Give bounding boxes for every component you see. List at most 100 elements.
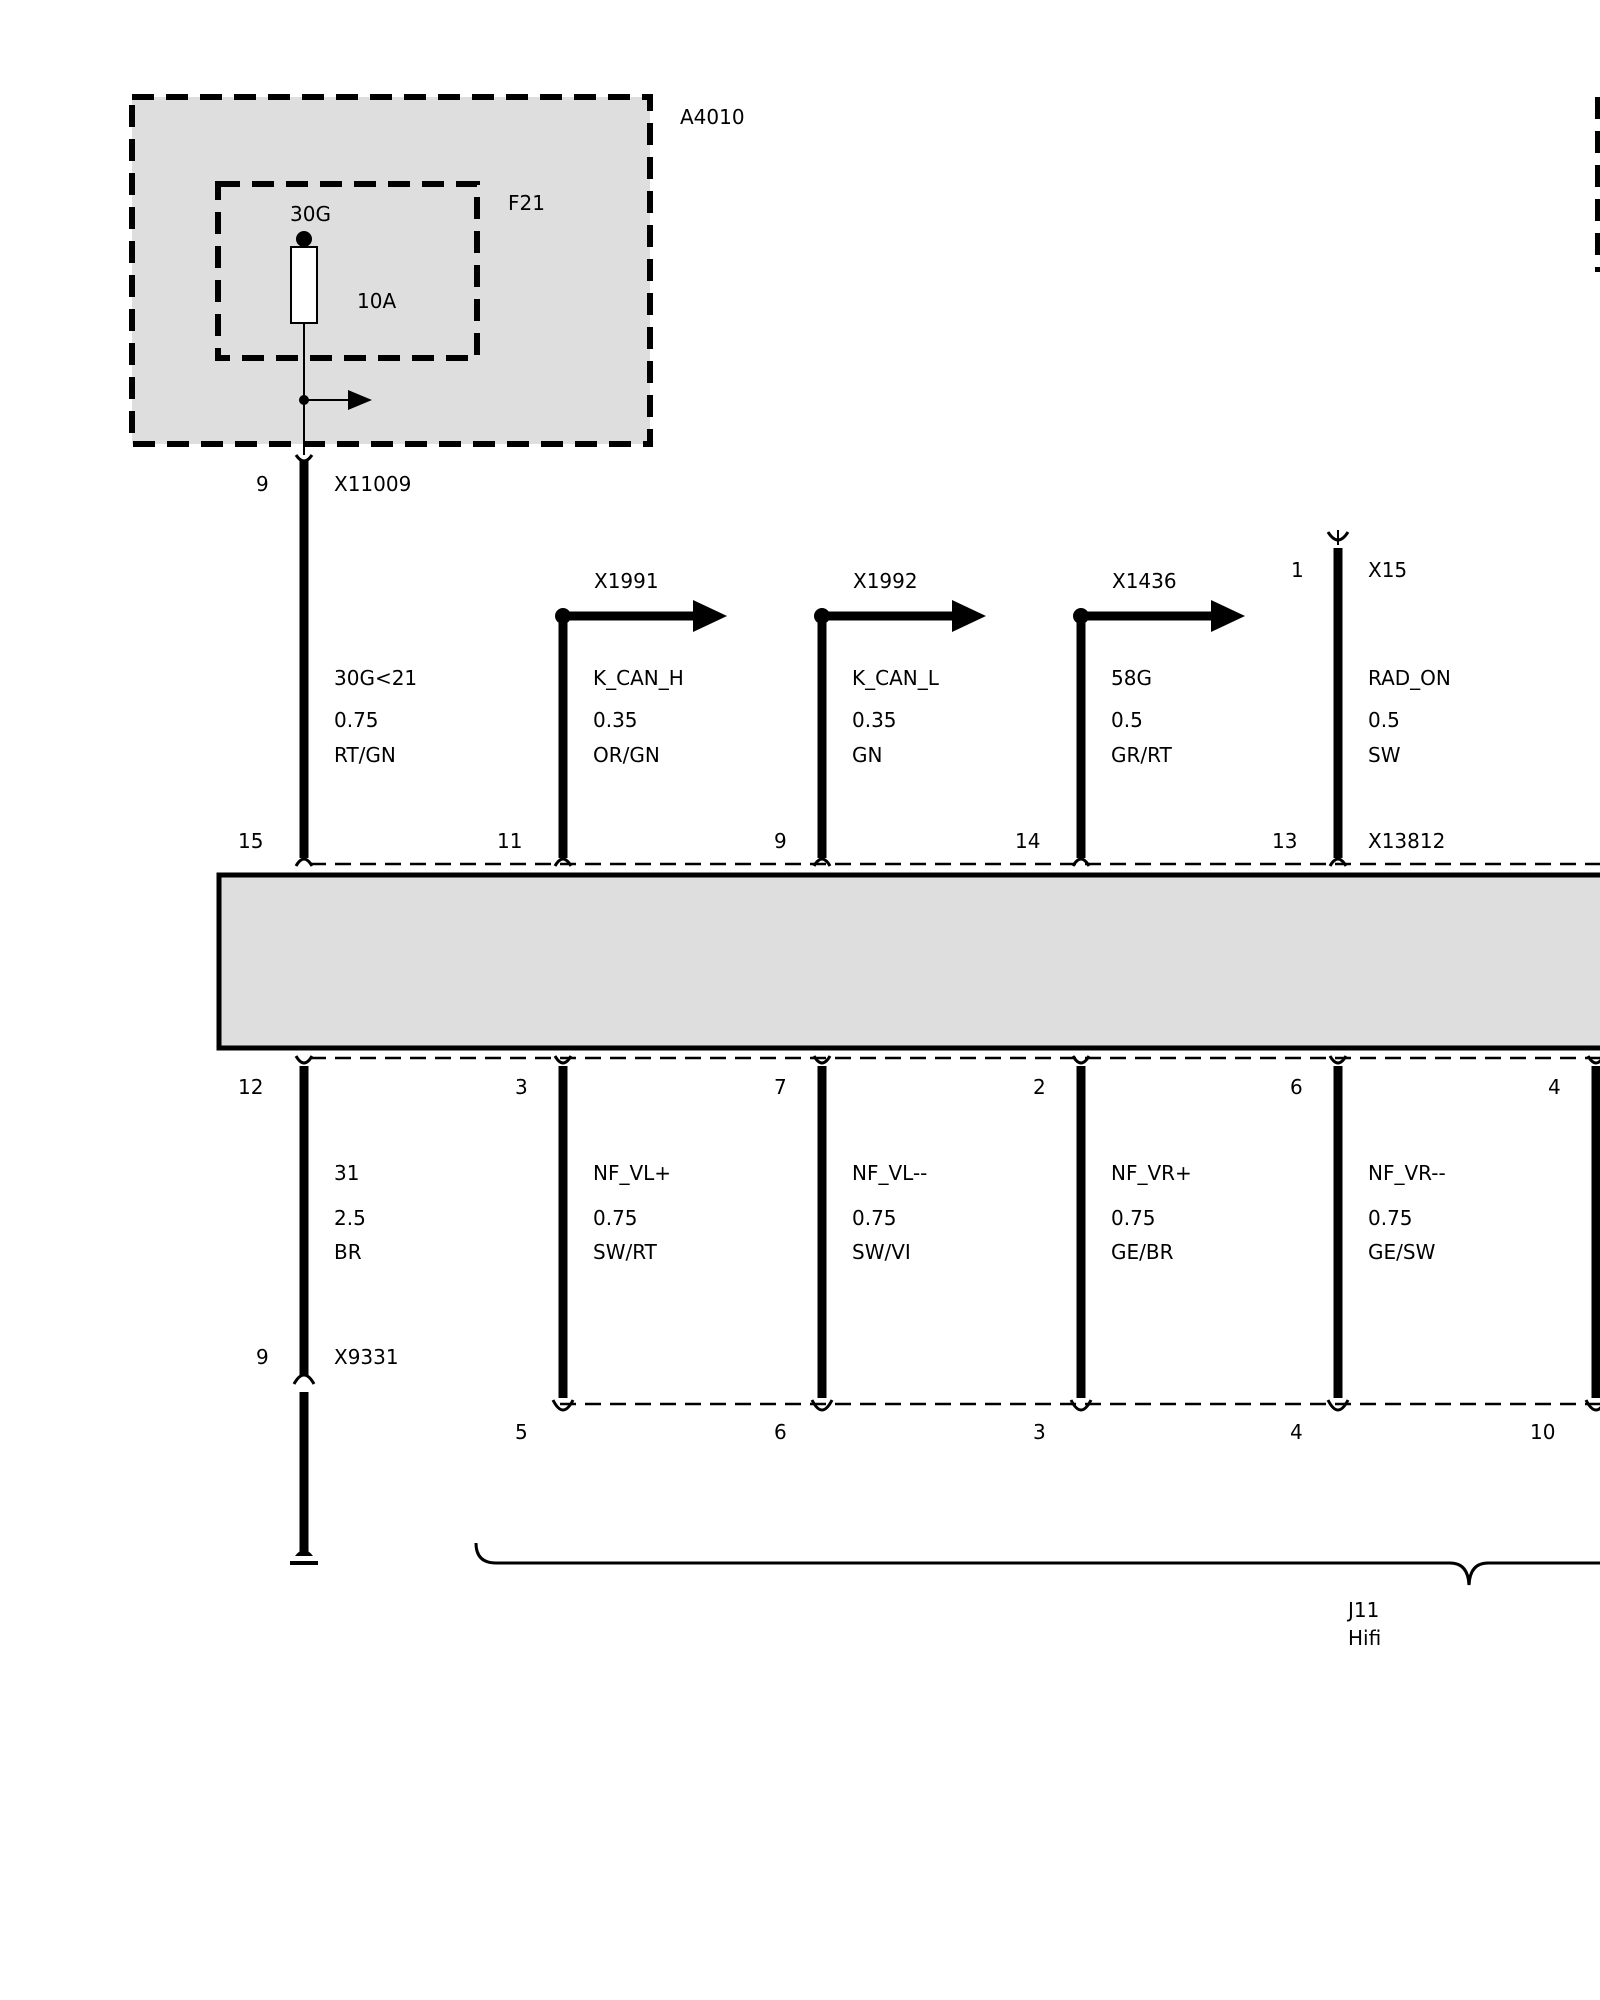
connector-x9331-label: X9331: [334, 1345, 399, 1369]
wire-gauge: 0.75: [593, 1206, 638, 1230]
wire-signal: K_CAN_H: [593, 666, 684, 690]
bottom-wire: 12 31 2.5BR: [238, 1055, 366, 1376]
module-a4010: A4010: [129, 94, 745, 447]
bracket-j11: J11 Hifi: [474, 1542, 1600, 1650]
connector-x13812-label: X13812: [1368, 829, 1445, 853]
wire-gauge: 2.5: [334, 1206, 366, 1230]
arrow-icon: [952, 600, 986, 632]
wire-destination: X1992: [853, 569, 918, 593]
top-wire: 13 RAD_ON 0.5SW: [1272, 548, 1451, 867]
wire-color: GN: [852, 743, 882, 767]
pin-number: 2: [1033, 1075, 1046, 1099]
fuse-symbol: [290, 246, 318, 324]
wire-signal: NF_VL--: [852, 1161, 927, 1185]
ground-symbol: [295, 1550, 313, 1556]
wire-signal: 58G: [1111, 666, 1152, 690]
connector-x15-label: X15: [1368, 558, 1407, 582]
wire-signal: NF_VR+: [1111, 1161, 1192, 1185]
pin-number: 3: [515, 1075, 528, 1099]
connector-x13812: X13812: [310, 829, 1600, 866]
wire-color: SW: [1368, 743, 1401, 767]
arrow-icon: [1211, 600, 1245, 632]
pin-number: 15: [238, 829, 263, 853]
wire-color: BR: [334, 1240, 362, 1264]
bracket-brace: [474, 1542, 1600, 1586]
wire-color: SW/VI: [852, 1240, 911, 1264]
connector-x11009-label: X11009: [334, 472, 411, 496]
end-pin-hook: [1584, 1399, 1600, 1412]
connector-x9331: 9 X9331: [256, 1345, 399, 1565]
bracket-label: Hifi: [1348, 1626, 1381, 1650]
end-pin-hook: [810, 1399, 834, 1412]
wire-signal: 31: [334, 1161, 359, 1185]
wire-signal: RAD_ON: [1368, 666, 1451, 690]
connector-hook: [292, 1373, 316, 1385]
wire-color: RT/GN: [334, 743, 396, 767]
connector-x11009-pin: 9: [256, 472, 269, 496]
module-a4010-label: A4010: [680, 105, 745, 129]
wire-destination: X1436: [1112, 569, 1177, 593]
wire-gauge: 0.5: [1111, 708, 1143, 732]
wire-destination: X1991: [594, 569, 659, 593]
pin-hook: [553, 1055, 573, 1065]
end-pin-hook: [1326, 1399, 1350, 1412]
connector-x11009: 9 X11009: [256, 454, 411, 496]
pin-number: 11: [497, 829, 522, 853]
connector-x15-pin: 1: [1291, 558, 1304, 582]
pin-number: 4: [1548, 1075, 1561, 1099]
bracket-id: J11: [1346, 1598, 1379, 1622]
wire-signal: K_CAN_L: [852, 666, 940, 690]
pin-hook: [812, 1055, 832, 1065]
wire-gauge: 0.75: [852, 1206, 897, 1230]
end-pin-hook: [1069, 1399, 1093, 1412]
wire-color: GR/RT: [1111, 743, 1173, 767]
wire-color: GE/BR: [1111, 1240, 1174, 1264]
pin-number: 9: [774, 829, 787, 853]
end-pin-number: 4: [1290, 1420, 1303, 1444]
top-wires: 1530G<210.75RT/GNX199111K_CAN_H0.35OR/GN…: [238, 460, 1451, 867]
connector-x9331-pin: 9: [256, 1345, 269, 1369]
wire-gauge: 0.35: [852, 708, 897, 732]
wire-gauge: 0.35: [593, 708, 638, 732]
fuse-f21-label: F21: [508, 191, 545, 215]
wire-color: SW/RT: [593, 1240, 658, 1264]
connector-x15: 1 X15: [1291, 530, 1407, 582]
wire-gauge: 0.5: [1368, 708, 1400, 732]
pin-hook: [294, 1055, 314, 1065]
wire-gauge: 0.75: [1111, 1206, 1156, 1230]
pin-hook: [1586, 1055, 1600, 1065]
end-pin-number: 3: [1033, 1420, 1046, 1444]
main-unit: [216, 872, 1600, 1051]
pin-number: 12: [238, 1075, 263, 1099]
pin-number: 7: [774, 1075, 787, 1099]
pin-number: 13: [1272, 829, 1297, 853]
wire-color: OR/GN: [593, 743, 660, 767]
pin-hook: [1328, 1055, 1348, 1065]
fuse-terminal-label: 30G: [290, 202, 331, 226]
bottom-wires: 12312.5BR3NF_VL+0.75SW/RT57NF_VL--0.75SW…: [238, 1055, 1600, 1444]
wire-gauge: 0.75: [334, 708, 379, 732]
end-pin-number: 6: [774, 1420, 787, 1444]
wire-gauge: 0.75: [1368, 1206, 1413, 1230]
bottom-wire: 4 10: [1530, 1055, 1600, 1444]
fuse-f21: F21 30G 10A: [215, 181, 545, 455]
pin-hook: [294, 857, 314, 867]
arrow-icon: [693, 600, 727, 632]
fuse-terminal-dot: [296, 231, 312, 247]
continuation-arrow: [348, 390, 372, 410]
fuse-rating-label: 10A: [357, 289, 396, 313]
wire-color: GE/SW: [1368, 1240, 1436, 1264]
pin-hook: [1071, 1055, 1091, 1065]
end-pin-hook: [551, 1399, 575, 1412]
wire-signal: NF_VL+: [593, 1161, 671, 1185]
pin-number: 6: [1290, 1075, 1303, 1099]
end-pin-number: 10: [1530, 1420, 1555, 1444]
